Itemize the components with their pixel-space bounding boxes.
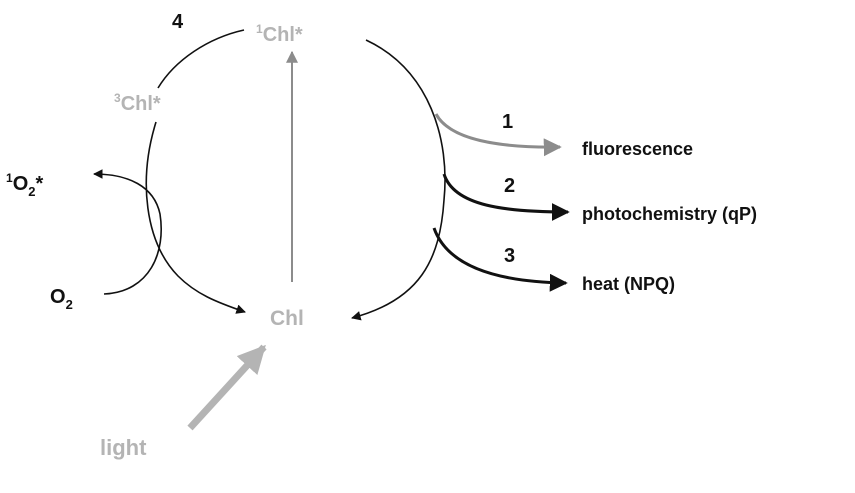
isc-arc [157,29,245,89]
photochemistry-arrow [442,173,570,221]
ground-oxygen-label: O2 [50,286,73,312]
singlet-oxygen-label: 1O2* [6,171,43,199]
pathway-number-2: 2 [504,175,515,197]
light-label: light [100,435,147,460]
heat-label: heat (NPQ) [582,274,675,294]
triplet-relaxation-loop [145,121,246,314]
fluorescence-arrow [434,113,562,157]
triplet-excited-chl-label: 3Chl* [114,91,161,115]
ground-chl-label: Chl [270,307,304,330]
light-arrow [187,344,267,431]
pathway-number-3: 3 [504,245,515,267]
pathway-number-1: 1 [502,111,513,133]
fluorescence-label: fluorescence [582,139,693,159]
singlet-excited-chl-label: 1Chl* [256,22,303,46]
pathway-number-4: 4 [172,11,184,33]
heat-arrow [432,227,568,292]
relaxation-loop [351,39,446,321]
oxygen-conversion-curve [93,169,162,295]
photochemistry-label: photochemistry (qP) [582,204,757,224]
